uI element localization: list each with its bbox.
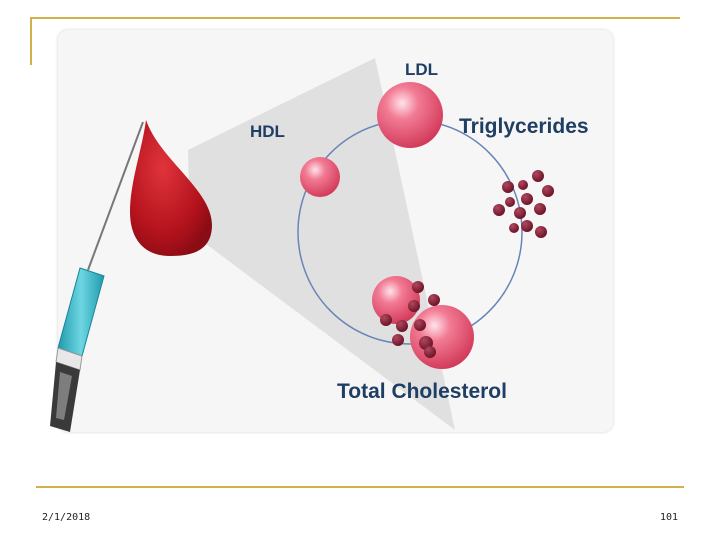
hdl-label: HDL — [250, 122, 285, 141]
slide-date: 2/1/2018 — [42, 512, 91, 523]
magnification-beam — [188, 58, 455, 430]
triglyceride-cluster — [493, 170, 554, 238]
triglycerides-label: Triglycerides — [459, 115, 589, 138]
total-cholesterol-label: Total Cholesterol — [337, 380, 507, 403]
slide-page-number: 101 — [660, 512, 679, 523]
top-accent-line — [30, 17, 680, 19]
ldl-particle — [377, 82, 443, 148]
left-accent-line — [30, 17, 32, 65]
blood-drop-icon — [130, 120, 212, 256]
ldl-label: LDL — [405, 60, 439, 79]
footer-accent-line — [36, 486, 684, 488]
hdl-particle — [300, 157, 340, 197]
total-cholesterol-cluster — [372, 276, 474, 369]
syringe-icon — [50, 121, 144, 432]
